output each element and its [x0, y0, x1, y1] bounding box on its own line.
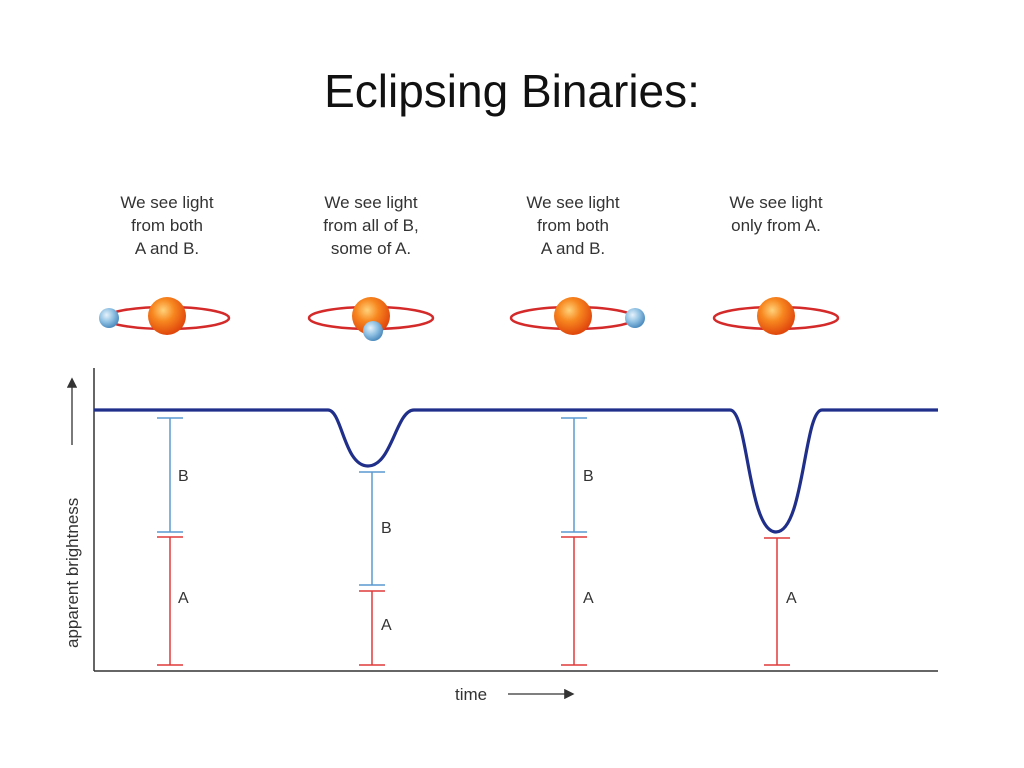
star-a	[554, 297, 592, 335]
binary-system-phase-1	[99, 297, 231, 335]
caption-line: A and B.	[541, 239, 605, 258]
x-axis-label-group: time	[455, 685, 575, 704]
brightness-bars-phase-3: B A	[561, 417, 594, 666]
bar-label-b: B	[583, 468, 594, 485]
brightness-bars-phase-2: B A	[359, 471, 392, 666]
caption-line: A and B.	[135, 239, 199, 258]
caption-phase-3: We see light from both A and B.	[526, 193, 620, 258]
binary-system-phase-3	[509, 297, 645, 335]
caption-phase-4: We see light only from A.	[729, 193, 823, 235]
light-curve	[94, 408, 938, 534]
bar-label-a: A	[381, 617, 392, 634]
star-b	[625, 308, 645, 328]
caption-phase-2: We see light from all of B, some of A.	[323, 193, 418, 258]
star-a	[148, 297, 186, 335]
caption-line: some of A.	[331, 239, 411, 258]
bar-label-a: A	[786, 590, 797, 607]
bar-label-b: B	[381, 520, 392, 537]
caption-line: We see light	[729, 193, 823, 212]
star-a	[757, 297, 795, 335]
caption-line: We see light	[324, 193, 418, 212]
y-axis-label-group: apparent brightness	[63, 377, 82, 648]
bar-label-a: A	[583, 590, 594, 607]
bar-label-b: B	[178, 468, 189, 485]
brightness-bars-phase-4: A	[764, 537, 797, 666]
x-axis-label: time	[455, 685, 487, 704]
caption-line: We see light	[526, 193, 620, 212]
binary-system-phase-4	[712, 297, 840, 335]
caption-line: We see light	[120, 193, 214, 212]
brightness-bars-phase-1: B A	[157, 417, 189, 666]
caption-line: from both	[131, 216, 203, 235]
star-b	[99, 308, 119, 328]
star-b	[363, 321, 383, 341]
caption-phase-1: We see light from both A and B.	[120, 193, 214, 258]
y-axis-label: apparent brightness	[63, 498, 82, 648]
caption-line: from both	[537, 216, 609, 235]
caption-line: only from A.	[731, 216, 821, 235]
slide-title: Eclipsing Binaries:	[324, 65, 700, 117]
bar-label-a: A	[178, 590, 189, 607]
binary-system-phase-2	[307, 297, 435, 341]
caption-line: from all of B,	[323, 216, 418, 235]
